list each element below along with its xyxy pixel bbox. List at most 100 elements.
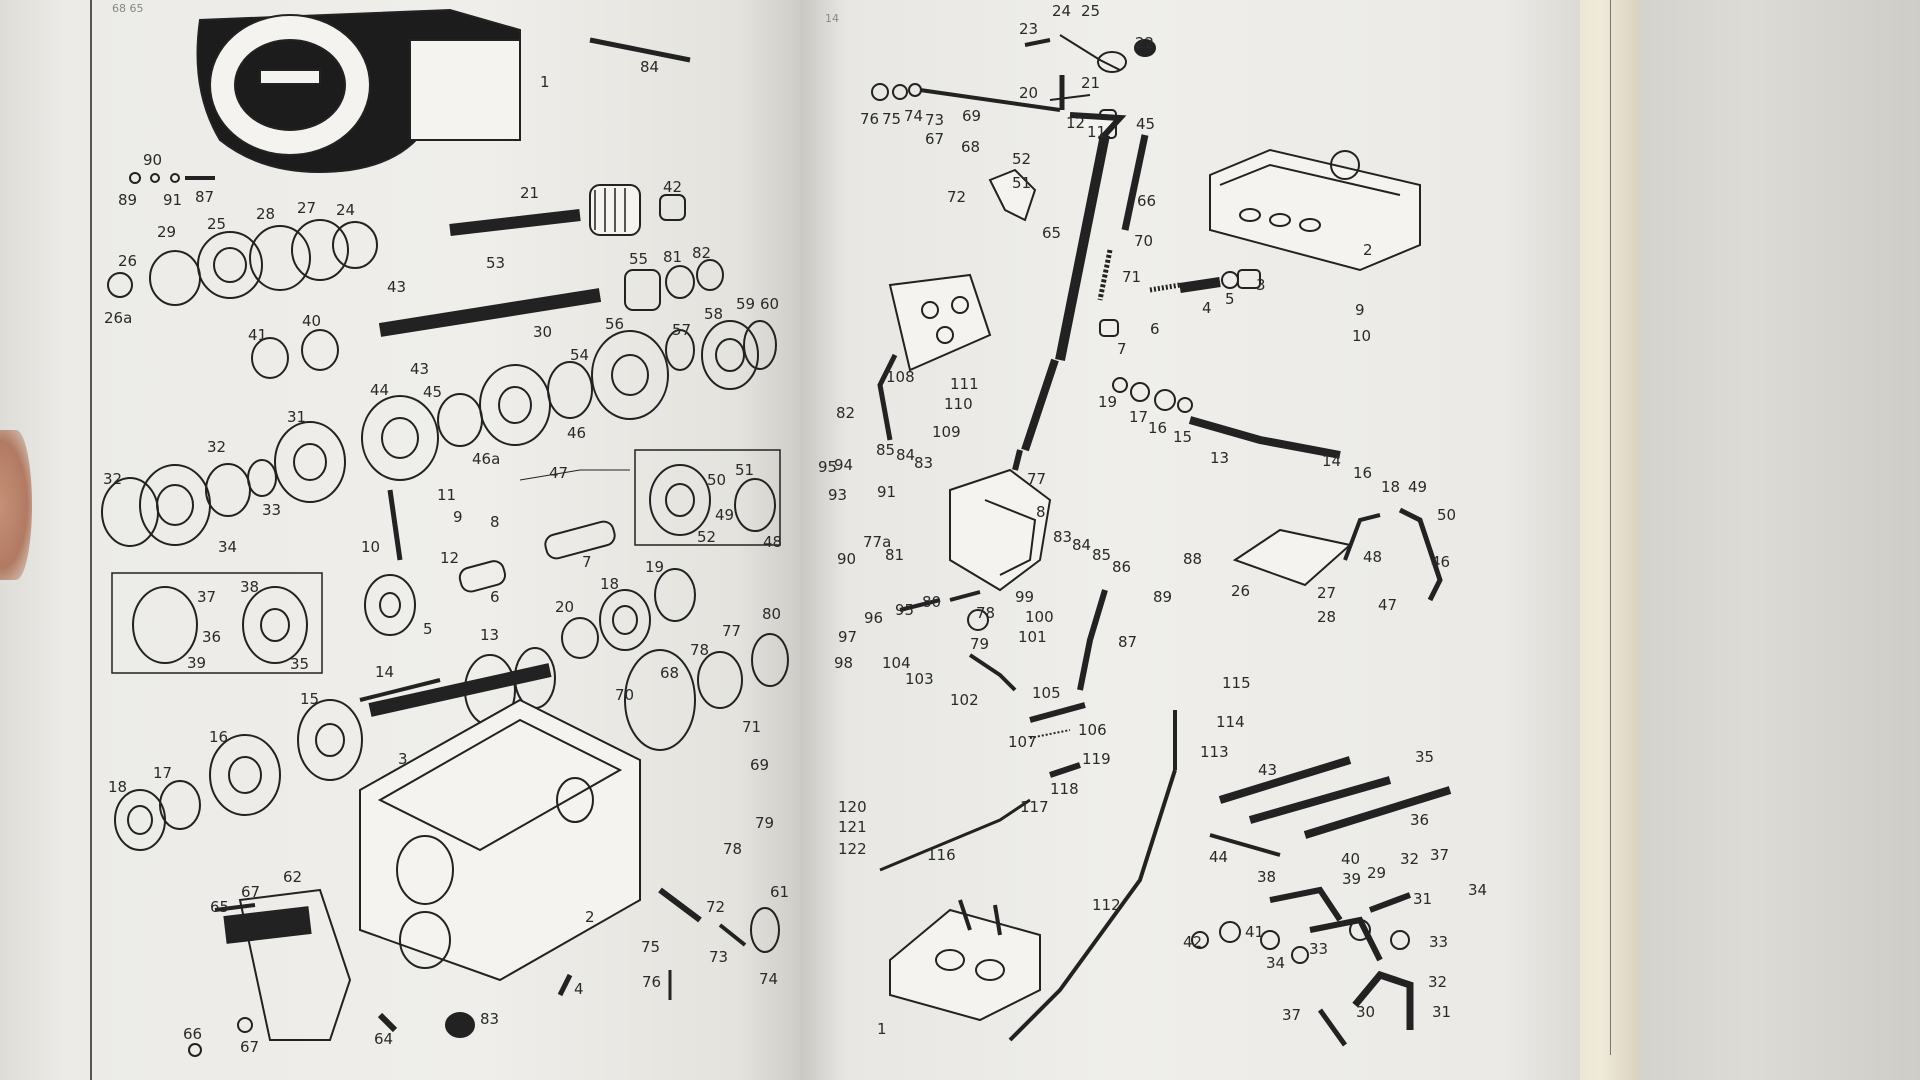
part-number-label: 87 — [1118, 633, 1138, 651]
part-number-label: 75 — [882, 110, 902, 128]
part-number-label: 19 — [1098, 393, 1118, 411]
gearbox-exploded-drawing — [101, 8, 789, 1057]
part-number-label: 82 — [692, 244, 712, 262]
part-number-label: 12 — [1066, 114, 1086, 132]
part-number-label: 39 — [187, 654, 207, 672]
part-number-label: 9 — [453, 508, 463, 526]
part-number-label: 21 — [1081, 74, 1101, 92]
part-number-label: 102 — [950, 691, 979, 709]
part-number-label: 31 — [1432, 1003, 1452, 1021]
part-number-label: 13 — [480, 626, 500, 644]
table-surface — [1630, 0, 1920, 1080]
part-number-label: 30 — [533, 323, 553, 341]
part-number-label: 20 — [1019, 84, 1039, 102]
part-number-label: 27 — [1317, 584, 1337, 602]
part-number-label: 4 — [1202, 299, 1212, 317]
part-number-label: 103 — [905, 670, 934, 688]
part-number-label: 40 — [302, 312, 322, 330]
part-number-label: 78 — [690, 641, 710, 659]
part-number-label: 76 — [860, 110, 880, 128]
part-number-label: 4 — [574, 980, 584, 998]
part-number-label: 95 — [895, 601, 915, 619]
part-number-label: 67 — [240, 1038, 260, 1056]
part-number-label: 89 — [1153, 588, 1173, 606]
part-number-label: 55 — [629, 250, 649, 268]
part-number-label: 72 — [706, 898, 726, 916]
part-number-label: 54 — [570, 346, 590, 364]
part-number-label: 20 — [555, 598, 575, 616]
part-number-label: 1 — [877, 1020, 887, 1038]
part-number-label: 84 — [1072, 536, 1092, 554]
part-number-label: 101 — [1018, 628, 1047, 646]
right-page-frame — [1610, 0, 1920, 1055]
part-number-label: 7 — [582, 553, 592, 571]
part-number-label: 73 — [925, 111, 945, 129]
part-number-label: 53 — [486, 254, 506, 272]
part-number-label: 121 — [838, 818, 867, 836]
part-number-label: 28 — [1317, 608, 1337, 626]
part-number-label: 16 — [1148, 419, 1168, 437]
part-number-label: 87 — [195, 188, 215, 206]
part-number-label: 57 — [672, 321, 692, 339]
part-number-label: 105 — [1032, 684, 1061, 702]
part-number-label: 46 — [1431, 553, 1451, 571]
part-number-label: 117 — [1020, 798, 1049, 816]
part-number-label: 83 — [480, 1010, 500, 1028]
part-number-label: 31 — [1413, 890, 1433, 908]
part-number-label: 5 — [1225, 290, 1235, 308]
part-number-label: 18 — [1381, 478, 1401, 496]
part-number-label: 108 — [886, 368, 915, 386]
part-number-label: 84 — [896, 446, 916, 464]
part-number-label: 72 — [947, 188, 967, 206]
part-number-label: 64 — [374, 1030, 394, 1048]
part-number-label: 16 — [209, 728, 229, 746]
part-number-label: 79 — [755, 814, 775, 832]
part-number-label: 17 — [153, 764, 173, 782]
part-number-label: 122 — [838, 840, 867, 858]
part-number-label: 56 — [605, 315, 625, 333]
part-number-label: 90 — [837, 550, 857, 568]
part-number-label: 78 — [976, 604, 996, 622]
part-number-label: 44 — [370, 381, 390, 399]
part-number-label: 10 — [361, 538, 381, 556]
part-number-label: 25 — [1081, 2, 1101, 20]
part-number-label: 93 — [828, 486, 848, 504]
part-number-label: 50 — [707, 471, 727, 489]
part-number-label: 80 — [922, 593, 942, 611]
part-number-label: 8 — [1036, 503, 1046, 521]
part-number-label: 25 — [207, 215, 227, 233]
part-number-label: 69 — [962, 107, 982, 125]
part-number-label: 37 — [1430, 846, 1450, 864]
part-number-label: 15 — [1173, 428, 1193, 446]
part-number-label: 83 — [914, 454, 934, 472]
part-number-label: 67 — [925, 130, 945, 148]
part-number-label: 47 — [1378, 596, 1398, 614]
part-number-label: 2 — [585, 908, 595, 926]
part-number-label: 81 — [663, 248, 683, 266]
part-number-label: 24 — [1052, 2, 1072, 20]
part-number-label: 6 — [1150, 320, 1160, 338]
part-number-label: 5 — [423, 620, 433, 638]
part-number-label: 21 — [520, 184, 540, 202]
part-number-label: 74 — [759, 970, 779, 988]
part-number-label: 2 — [1363, 241, 1373, 259]
right-page: 14 — [800, 0, 1920, 1080]
part-number-label: 77a — [863, 533, 892, 551]
part-number-label: 61 — [770, 883, 790, 901]
part-number-label: 80 — [762, 605, 782, 623]
part-number-label: 77 — [722, 622, 742, 640]
part-number-label: 40 — [1341, 850, 1361, 868]
part-number-label: 49 — [1408, 478, 1428, 496]
part-number-label: 73 — [709, 948, 729, 966]
part-number-label: 69 — [750, 756, 770, 774]
part-number-label: 85 — [876, 441, 896, 459]
part-number-label: 75 — [641, 938, 661, 956]
part-number-label: 19 — [645, 558, 665, 576]
part-number-label: 12 — [440, 549, 460, 567]
part-number-label: 37 — [197, 588, 217, 606]
left-page: 68 65 — [0, 0, 800, 1080]
part-number-label: 26a — [104, 309, 133, 327]
part-number-label: 45 — [423, 383, 443, 401]
part-number-label: 104 — [882, 654, 911, 672]
part-number-label: 33 — [1429, 933, 1449, 951]
